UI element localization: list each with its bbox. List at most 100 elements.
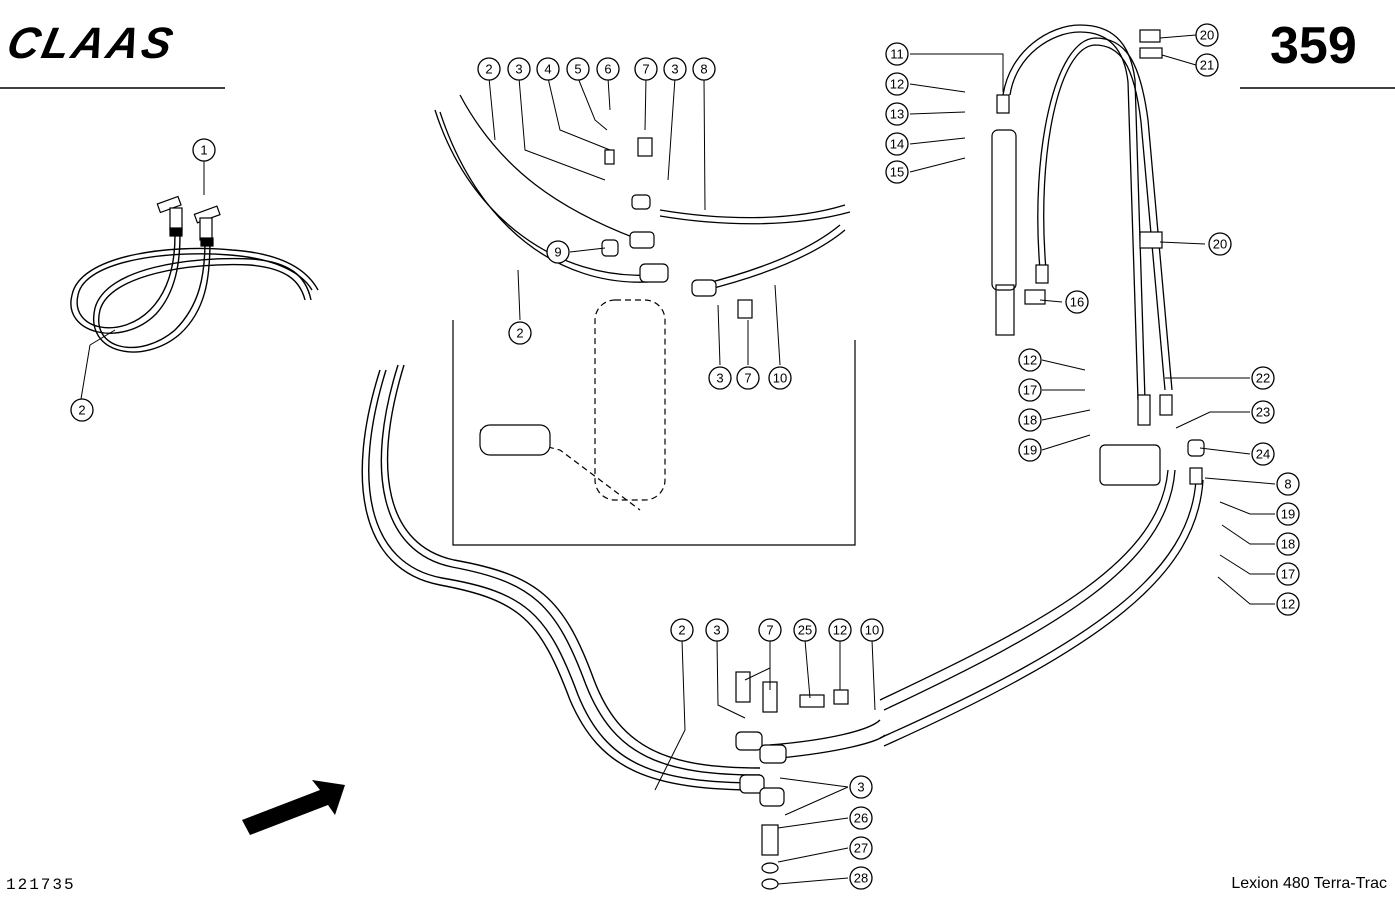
callout-label: 20 <box>1213 237 1227 252</box>
callout-circle <box>849 836 873 860</box>
callout-label: 2 <box>485 62 492 77</box>
page-number: 359 <box>1270 17 1357 75</box>
callout-label: 12 <box>833 623 847 638</box>
callout-circle <box>885 102 909 126</box>
callout-label: 19 <box>1281 507 1295 522</box>
callout-label: 17 <box>1281 567 1295 582</box>
callout-label: 7 <box>642 62 649 77</box>
callout-label: 3 <box>716 371 723 386</box>
callout-circle <box>1018 438 1042 462</box>
inset-frame <box>452 320 856 546</box>
inset-hoses <box>434 94 851 292</box>
callout-label: 3 <box>713 623 720 638</box>
callout-circle <box>663 57 687 81</box>
left-hose-loop <box>70 234 319 353</box>
callout-label: 26 <box>854 811 868 826</box>
callout-label: 25 <box>798 623 812 638</box>
callout-label: 22 <box>1256 371 1270 386</box>
callout-circle <box>849 806 873 830</box>
callout-circle <box>596 57 620 81</box>
callout-label: 20 <box>1200 28 1214 43</box>
inset-fittings <box>479 137 753 456</box>
callout-circle <box>566 57 590 81</box>
callout-circle <box>885 72 909 96</box>
right-hoses <box>879 24 1204 747</box>
callout-label: 9 <box>554 245 561 260</box>
callout-label: 16 <box>1070 295 1084 310</box>
lower-fittings <box>735 671 849 890</box>
callout-label: 11 <box>890 47 904 62</box>
callout-circle <box>508 321 532 345</box>
callout-circle <box>1065 290 1089 314</box>
callout-label: 12 <box>890 77 904 92</box>
callout-label: 19 <box>1023 443 1037 458</box>
callout-circle <box>885 42 909 66</box>
callout-label: 5 <box>574 62 581 77</box>
leader-lines <box>79 34 1276 885</box>
callout-label: 17 <box>1023 383 1037 398</box>
callout-circle <box>670 618 694 642</box>
callout-label: 27 <box>854 841 868 856</box>
callout-circle <box>192 138 216 162</box>
callout-circle <box>1195 53 1219 77</box>
callout-label: 10 <box>865 623 879 638</box>
callout-circle <box>70 398 94 422</box>
callout-label: 4 <box>544 62 551 77</box>
callout-circle <box>849 775 873 799</box>
callout-circle <box>1251 400 1275 424</box>
callout-label: 24 <box>1256 447 1270 462</box>
callout-circle <box>507 57 531 81</box>
callout-label: 14 <box>890 137 904 152</box>
callout-circle <box>885 132 909 156</box>
callout-circle <box>849 866 873 890</box>
callout-label: 18 <box>1023 413 1037 428</box>
callout-circle <box>1276 502 1300 526</box>
drawing-number: 121735 <box>6 876 76 894</box>
callout-label: 21 <box>1200 58 1214 73</box>
direction-arrow <box>242 780 345 835</box>
filter-housing <box>479 299 666 511</box>
callout-circle <box>708 366 732 390</box>
lower-hoses <box>361 364 886 791</box>
callout-label: 12 <box>1281 597 1295 612</box>
callout-label: 28 <box>854 871 868 886</box>
callout-label: 2 <box>678 623 685 638</box>
callout-circle <box>546 240 570 264</box>
callout-label: 8 <box>1284 477 1291 492</box>
callout-circle <box>768 366 792 390</box>
callout-label: 7 <box>744 371 751 386</box>
callout-circle <box>793 618 817 642</box>
left-tee-fittings <box>156 195 221 247</box>
callout-label: 10 <box>773 371 787 386</box>
callout-circle <box>692 57 716 81</box>
callout-circle <box>736 366 760 390</box>
callout-circle <box>1276 592 1300 616</box>
callout-circle <box>1018 408 1042 432</box>
callout-label: 3 <box>671 62 678 77</box>
callout-label: 8 <box>700 62 707 77</box>
callout-circle <box>536 57 560 81</box>
callout-label: 6 <box>604 62 611 77</box>
callout-circle <box>1018 378 1042 402</box>
callout-label: 2 <box>78 403 85 418</box>
callout-circle <box>1251 366 1275 390</box>
right-fittings <box>996 29 1205 486</box>
callout-label: 12 <box>1023 353 1037 368</box>
callout-circle <box>828 618 852 642</box>
callout-circle <box>758 618 782 642</box>
callout-circle <box>860 618 884 642</box>
callout-label: 15 <box>890 165 904 180</box>
callout-label: 23 <box>1256 405 1270 420</box>
hydraulic-cylinder <box>991 129 1017 336</box>
callout-label: 7 <box>766 623 773 638</box>
callout-circle <box>1276 532 1300 556</box>
callout-circle <box>1276 562 1300 586</box>
callout-label: 13 <box>890 107 904 122</box>
callout-circle <box>705 618 729 642</box>
callout-label: 3 <box>515 62 522 77</box>
callout-circle <box>1276 472 1300 496</box>
callout-circle <box>1251 442 1275 466</box>
callout-circle <box>885 160 909 184</box>
